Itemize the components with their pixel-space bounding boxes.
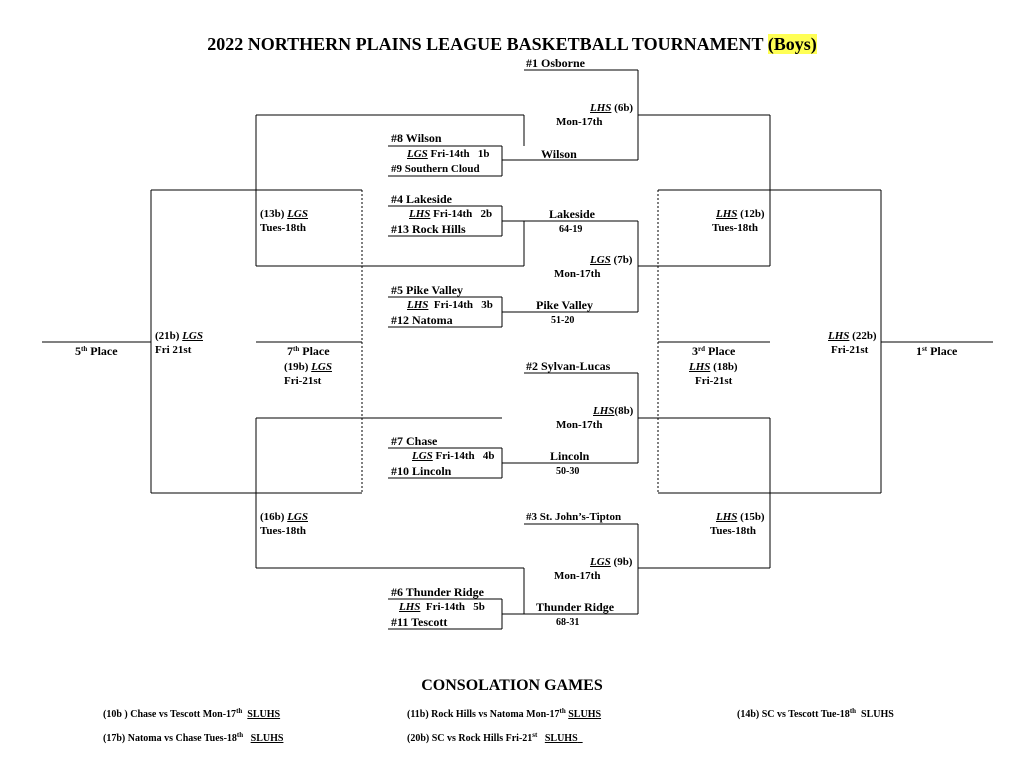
score-game-3: 51-20 xyxy=(551,315,575,326)
game-7-info: LGS (7b) xyxy=(590,254,633,266)
winner-game-2: Lakeside xyxy=(549,207,596,221)
game-13-info: (13b) LGS xyxy=(260,208,308,220)
score-game-2: 64-19 xyxy=(559,224,583,235)
team-st-johns-tipton: #3 St. John’s-Tipton xyxy=(526,511,622,523)
winner-game-3: Pike Valley xyxy=(536,298,594,312)
consolation-game-10: (10b ) Chase vs Tescott Mon-17th SLUHS xyxy=(103,707,281,721)
consolation-game-14: (14b) SC vs Tescott Tue-18th SLUHS xyxy=(737,707,894,721)
page-title: 2022 NORTHERN PLAINS LEAGUE BASKETBALL T… xyxy=(207,34,817,54)
team-wilson: #8 Wilson xyxy=(391,131,442,145)
winner-game-5: Thunder Ridge xyxy=(536,600,615,614)
team-osborne: #1 Osborne xyxy=(526,56,586,70)
game-5-info: LHS Fri-14th 5b xyxy=(399,601,485,613)
game-2-info: LHS Fri-14th 2b xyxy=(409,208,493,220)
winner-game-1: Wilson xyxy=(541,147,577,161)
team-tescott: #11 Tescott xyxy=(391,615,448,629)
game-9-info: LGS (9b) xyxy=(590,556,633,568)
game-21-info: (21b) LGS xyxy=(155,330,203,342)
team-thunder-ridge: #6 Thunder Ridge xyxy=(391,585,484,599)
consolation-game-20: (20b) SC vs Rock Hills Fri-21st SLUHS xyxy=(407,731,578,745)
game-19-info: (19b) LGS xyxy=(284,361,332,373)
game-8-date: Mon-17th xyxy=(556,419,603,431)
game-9-date: Mon-17th xyxy=(554,570,601,582)
game-12-info: LHS (12b) xyxy=(716,208,765,220)
consolation-title: CONSOLATION GAMES xyxy=(421,677,603,694)
winner-game-4: Lincoln xyxy=(550,449,590,463)
game-4-info: LGS Fri-14th 4b xyxy=(412,450,495,462)
place-seventh: 7th Place xyxy=(287,344,330,358)
game-22-date: Fri-21st xyxy=(831,344,869,356)
game-18-date: Fri-21st xyxy=(695,375,733,387)
team-chase: #7 Chase xyxy=(391,434,438,448)
game-7-date: Mon-17th xyxy=(554,268,601,280)
team-lincoln: #10 Lincoln xyxy=(391,464,452,478)
game-1-info: LGS Fri-14th 1b xyxy=(407,148,490,160)
game-16-date: Tues-18th xyxy=(260,525,307,537)
team-natoma: #12 Natoma xyxy=(391,313,453,327)
game-6-info: LHS (6b) xyxy=(590,102,634,114)
game-21-date: Fri 21st xyxy=(155,344,192,356)
game-6-date: Mon-17th xyxy=(556,116,603,128)
game-12-date: Tues-18th xyxy=(712,222,759,234)
place-first: 1st Place xyxy=(916,344,958,358)
game-22-info: LHS (22b) xyxy=(828,330,877,342)
title-highlight: (Boys) xyxy=(767,34,817,54)
game-19-date: Fri-21st xyxy=(284,375,322,387)
game-18-info: LHS (18b) xyxy=(689,361,738,373)
team-sylvan-lucas: #2 Sylvan-Lucas xyxy=(526,359,611,373)
team-pike-valley: #5 Pike Valley xyxy=(391,283,464,297)
team-southern-cloud: #9 Southern Cloud xyxy=(391,163,480,175)
consolation-game-11: (11b) Rock Hills vs Natoma Mon-17th SLUH… xyxy=(407,707,602,721)
game-15-info: LHS (15b) xyxy=(716,511,765,523)
score-game-5: 68-31 xyxy=(556,617,580,628)
team-rock-hills: #13 Rock Hills xyxy=(391,222,466,236)
score-game-4: 50-30 xyxy=(556,466,580,477)
place-fifth: 5th Place xyxy=(75,344,118,358)
game-3-info: LHS Fri-14th 3b xyxy=(407,299,493,311)
game-13-date: Tues-18th xyxy=(260,222,307,234)
place-third: 3rd Place xyxy=(692,344,736,358)
consolation-game-17: (17b) Natoma vs Chase Tues-18th SLUHS xyxy=(103,731,284,745)
game-16-info: (16b) LGS xyxy=(260,511,308,523)
game-8-info: LHS(8b) xyxy=(593,405,634,417)
game-15-date: Tues-18th xyxy=(710,525,757,537)
team-lakeside: #4 Lakeside xyxy=(391,192,453,206)
